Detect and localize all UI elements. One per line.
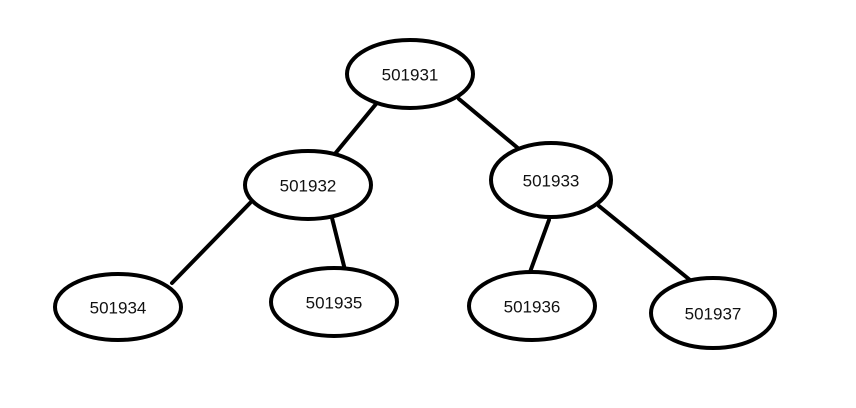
tree-node: 501934 [53,272,183,342]
tree-node: 501931 [345,38,475,110]
tree-edge [457,97,521,151]
tree-node-label: 501933 [523,172,580,191]
tree-node-ellipse [53,272,183,342]
tree-edge [170,201,252,285]
tree-nodes: 501931 501932 501934 501935 501933 501936 5019… [53,38,777,350]
tree-node-label: 501932 [280,177,337,196]
tree-node-label: 501936 [504,298,561,317]
tree-node: 501933 [489,141,613,219]
tree-edge [597,204,692,282]
tree-node-ellipse [489,141,613,219]
tree-edges [170,97,692,285]
tree-node-ellipse [649,276,777,350]
tree-node-ellipse [243,149,373,221]
tree-edge [528,218,551,274]
tree-node-ellipse [467,270,597,342]
tree-node-label: 501931 [382,66,439,85]
tree-edge [332,102,378,157]
tree-node-label: 501937 [685,305,742,324]
tree-node: 501935 [269,266,399,338]
tree-node-ellipse [345,38,475,110]
tree-node: 501936 [467,270,597,342]
tree-node-label: 501935 [306,294,363,313]
tree-node-label: 501934 [90,299,147,318]
tree-node: 501932 [243,149,373,221]
tree-node: 501937 [649,276,777,350]
tree-node-ellipse [269,266,399,338]
tree-edge [330,216,347,272]
